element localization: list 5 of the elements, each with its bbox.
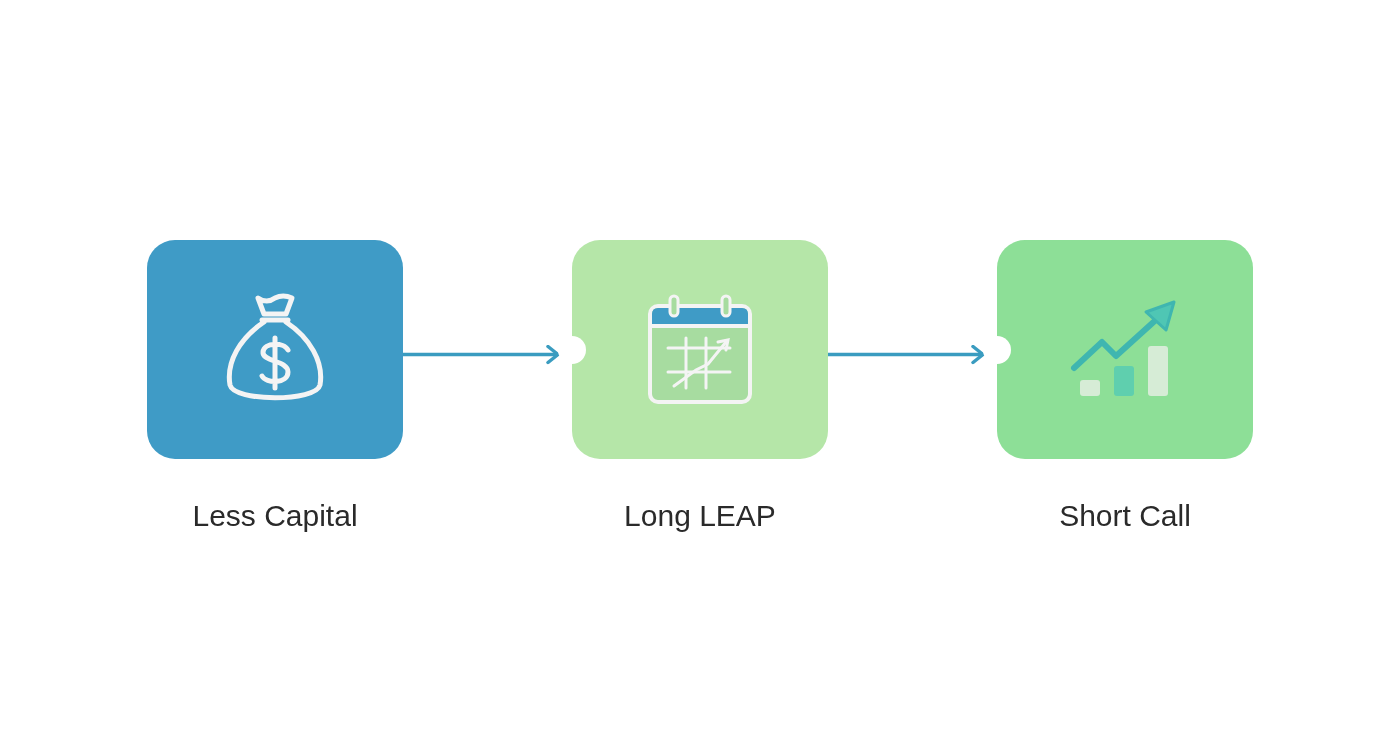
arrow [828, 344, 985, 365]
node-label: Long LEAP [624, 498, 776, 534]
node-label: Short Call [1059, 498, 1191, 534]
arrow [403, 344, 560, 365]
node-label: Less Capital [192, 498, 358, 534]
